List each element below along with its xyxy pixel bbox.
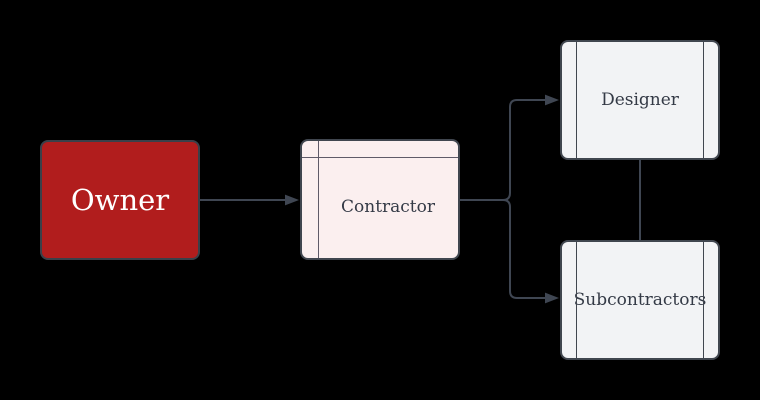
subcontractors-left-divider-line [576, 242, 577, 358]
edge-lines [200, 99, 641, 299]
node-owner[interactable]: Owner [40, 140, 200, 260]
contractor-top-divider-line [302, 157, 458, 158]
designer-right-divider-line [703, 42, 704, 158]
node-owner-label: Owner [70, 182, 170, 217]
node-contractor-label: Contractor [341, 197, 435, 218]
node-designer-label: Designer [601, 89, 679, 110]
arrowhead-into-subcontractors [545, 292, 559, 304]
node-subcontractors[interactable]: Subcontractors [560, 240, 720, 360]
node-subcontractors-label: Subcontractors [573, 289, 707, 310]
arrowhead-into-contractor [285, 194, 299, 206]
edge-contractor-designer [460, 99, 546, 201]
node-contractor[interactable]: Contractor [300, 139, 460, 260]
edge-arrowheads [285, 94, 559, 304]
designer-left-divider-line [576, 42, 577, 158]
contractor-left-divider-line [318, 141, 319, 258]
node-designer[interactable]: Designer [560, 40, 720, 160]
edge-contractor-subcontractors [460, 199, 546, 299]
subcontractors-right-divider-line [703, 242, 704, 358]
arrowhead-into-designer [545, 94, 559, 106]
